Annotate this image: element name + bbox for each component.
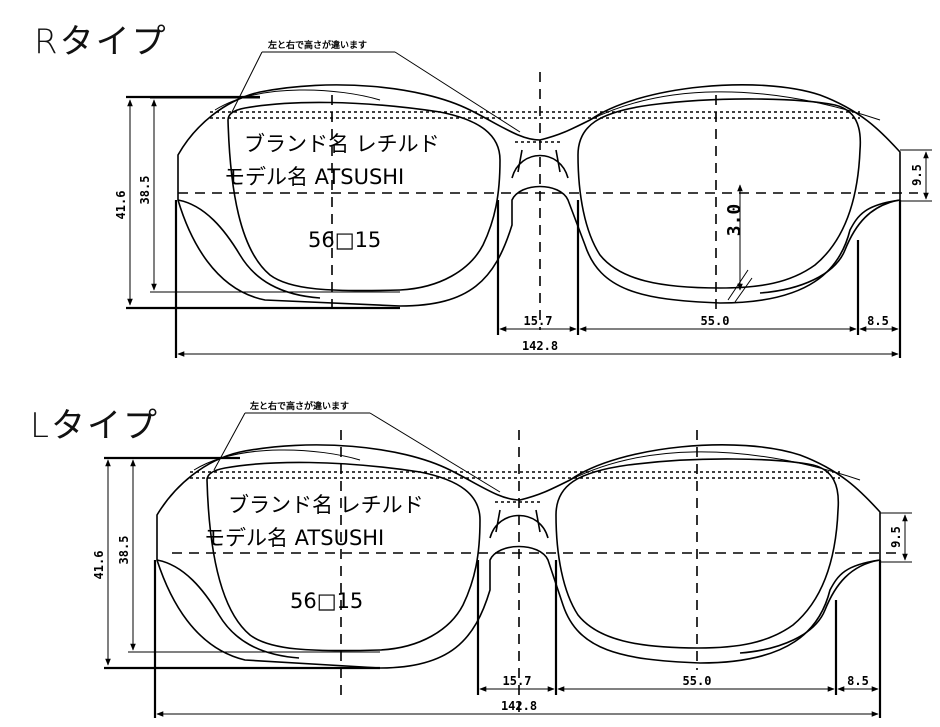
l-model-line: モデル名 ATSUSHI [204, 526, 384, 550]
l-dim-temple: 8.5 [847, 674, 869, 688]
r-right-lens [577, 98, 862, 289]
l-note: 左と右で高さが違います [249, 400, 349, 412]
l-dim-bridge: 15.7 [503, 674, 532, 688]
l-dim-vertical-refs [153, 560, 882, 718]
l-top-arc [193, 449, 861, 481]
r-dim-total-width: 142.8 [522, 339, 558, 353]
r-right-wing [759, 199, 901, 294]
r-model-line: モデル名 ATSUSHI [224, 165, 404, 189]
r-dim-3-hatch [727, 269, 753, 303]
l-side-ref [880, 512, 912, 563]
r-dim-temple: 8.5 [867, 314, 889, 328]
l-left-lens [206, 461, 481, 652]
r-note: 左と右で高さが違います [267, 39, 367, 51]
l-note-leader [213, 412, 501, 493]
l-type-diagram: 左と右で高さが違います 41.6 38.5 9.5 15.7 55.0 8.5 … [92, 400, 912, 718]
l-brand-line: ブランド名 レチルド [228, 493, 424, 517]
r-dim-side-offset: 9.5 [910, 164, 924, 186]
r-side-ref [900, 149, 932, 202]
r-type-diagram: 左と右で高さが違います 41.6 38.5 9.5 3.0 15.7 55.0 [114, 39, 932, 358]
r-nose-pads [511, 149, 569, 179]
l-right-wing [739, 559, 881, 654]
l-dim-lens-width: 55.0 [683, 674, 712, 688]
l-dim-lens-height: 38.5 [117, 536, 131, 565]
r-size-line: 56□15 [308, 228, 381, 252]
r-dim-total-height: 41.6 [114, 191, 128, 220]
r-brand-line: ブランド名 レチルド [244, 132, 440, 156]
r-note-leader [231, 51, 521, 133]
r-left-lens [227, 101, 501, 292]
r-dim-bridge: 15.7 [524, 314, 553, 328]
r-dim-vertical-refs [174, 200, 902, 358]
l-right-lens [555, 458, 840, 649]
l-type-title: Lタイプ [30, 406, 159, 446]
l-dim-total-width: 142.8 [501, 699, 537, 713]
r-dim-vertical: 3.0 [724, 204, 745, 237]
r-dim-lens-height: 38.5 [138, 176, 152, 205]
r-frame-outline [177, 84, 901, 307]
r-dim-lens-width: 55.0 [701, 314, 730, 328]
r-type-title: Rタイプ [34, 22, 168, 62]
l-dim-total-height: 41.6 [92, 551, 106, 580]
l-size-line: 56□15 [290, 589, 363, 613]
r-top-arc [214, 89, 881, 121]
l-dim-side-offset: 9.5 [889, 526, 903, 548]
l-frame-outline [156, 444, 881, 669]
